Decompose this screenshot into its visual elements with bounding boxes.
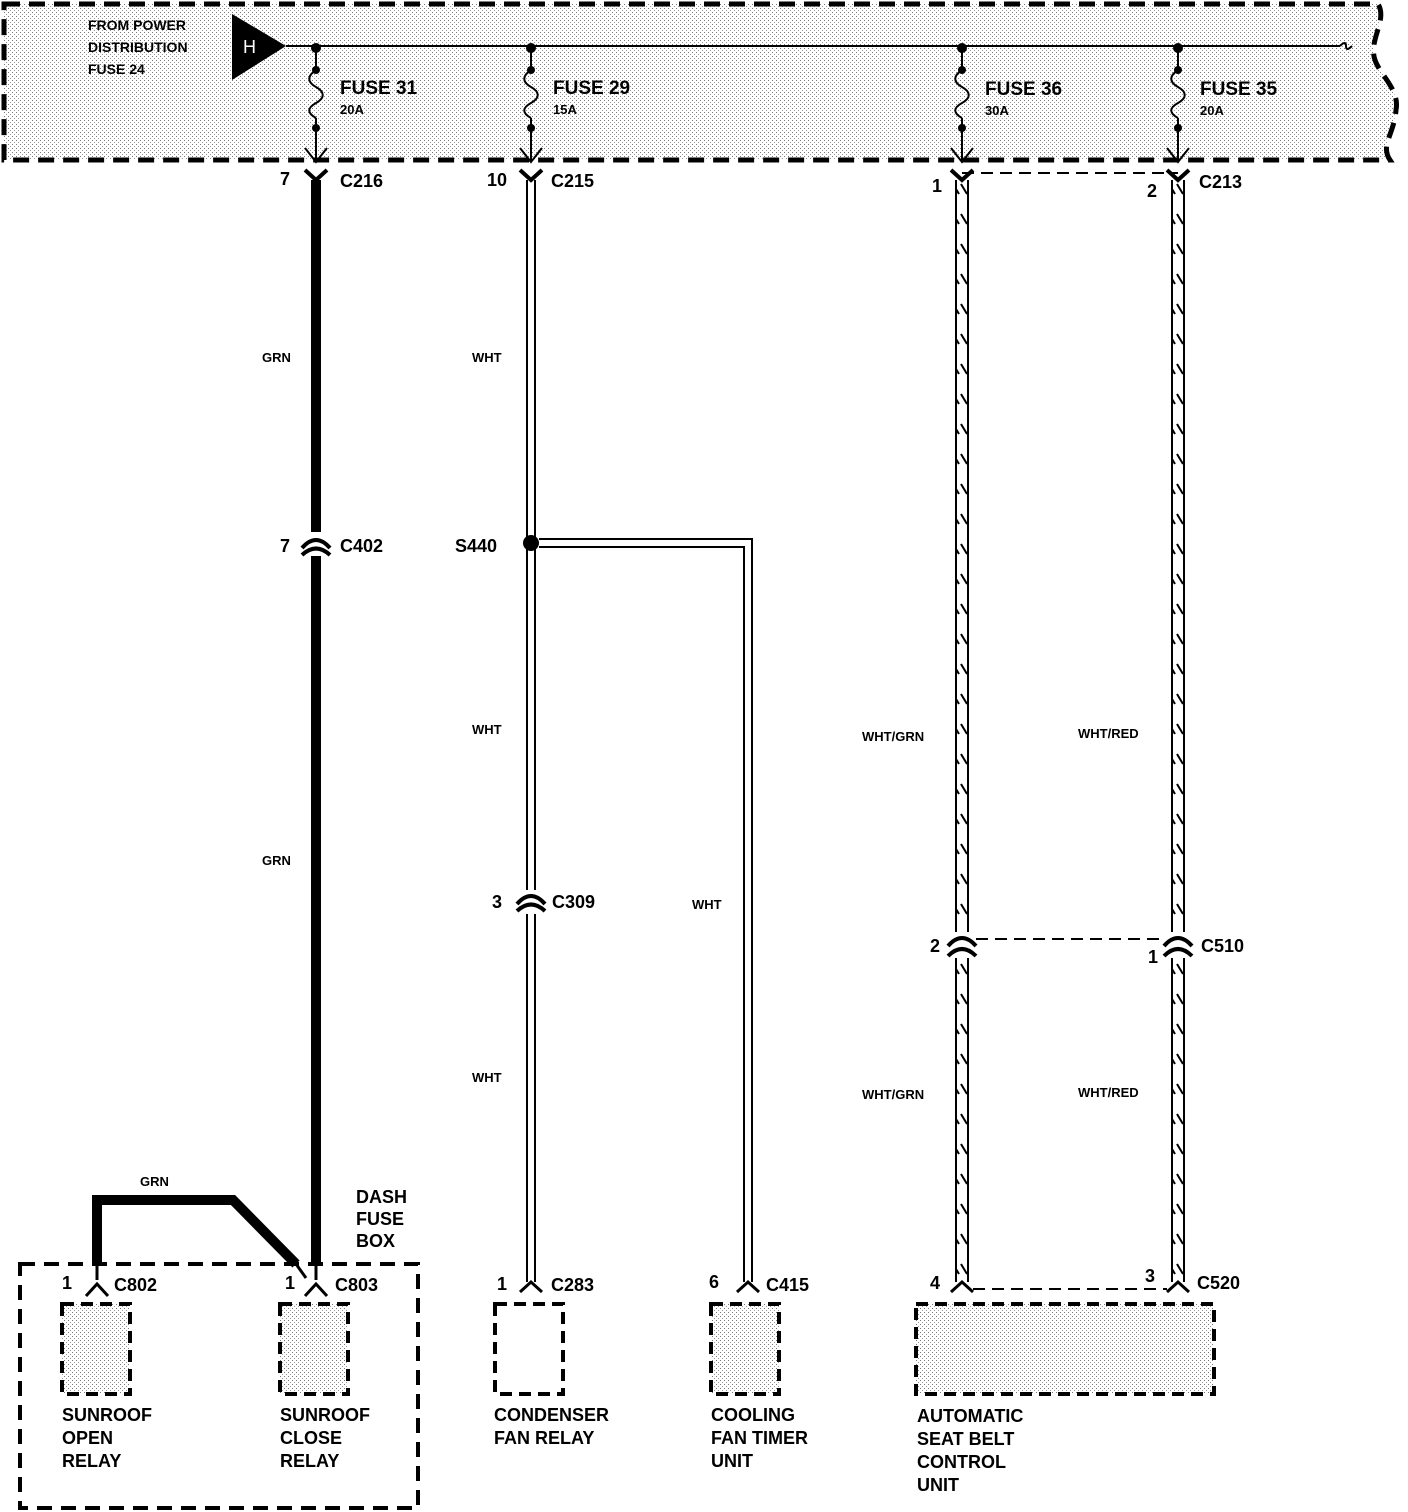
c213-pin-a: 1 [932, 176, 942, 196]
cooling-line-1: COOLING [711, 1405, 795, 1425]
connector-c213: 1 2 C213 [932, 168, 1242, 201]
label-grn-3: GRN [140, 1174, 169, 1189]
c216-name: C216 [340, 171, 383, 191]
c520-name: C520 [1197, 1273, 1240, 1293]
connector-c283: 1 C283 [497, 1274, 594, 1295]
power-distribution-box [1, 1, 1399, 163]
fuse-36-rating: 30A [985, 103, 1009, 118]
c402-name: C402 [340, 536, 383, 556]
c415-name: C415 [766, 1275, 809, 1295]
cooling-line-3: UNIT [711, 1451, 753, 1471]
dash-fuse-box: DASH FUSE BOX [18, 1187, 420, 1510]
wire-wht-grn [955, 180, 969, 1282]
dash-fuse-box-line-2: FUSE [356, 1209, 404, 1229]
connector-c802: 1 C802 [62, 1273, 157, 1298]
source-line-3: FUSE 24 [88, 61, 145, 77]
connector-c415: 6 C415 [709, 1272, 809, 1295]
c802-name: C802 [114, 1275, 157, 1295]
c510-pin-b: 1 [1148, 947, 1158, 967]
c309-pin: 3 [492, 892, 502, 912]
seat-belt-line-2: SEAT BELT [917, 1429, 1014, 1449]
source-line-2: DISTRIBUTION [88, 39, 188, 55]
splice-s440: S440 [455, 535, 753, 1282]
c510-pin-a: 2 [930, 936, 940, 956]
fuse-36-name: FUSE 36 [985, 79, 1062, 100]
fuse-31-rating: 20A [340, 102, 364, 117]
label-wht-1: WHT [472, 350, 502, 365]
c803-name: C803 [335, 1275, 378, 1295]
connector-c215: 10 C215 [487, 168, 594, 191]
c215-pin: 10 [487, 170, 507, 190]
sunroof-close-line-1: SUNROOF [280, 1405, 370, 1425]
c283-name: C283 [551, 1275, 594, 1295]
fuse-35-name: FUSE 35 [1200, 79, 1278, 100]
connector-c309: 3 C309 [492, 892, 595, 913]
connector-c402: 7 C402 [280, 536, 383, 557]
fuse-29-name: FUSE 29 [553, 78, 630, 99]
c520-pin-b: 3 [1145, 1266, 1155, 1286]
fuse-31-name: FUSE 31 [340, 78, 418, 99]
sunroof-open-line-2: OPEN [62, 1428, 113, 1448]
c415-pin: 6 [709, 1272, 719, 1292]
fuse-29-rating: 15A [553, 102, 577, 117]
label-wht-2: WHT [472, 722, 502, 737]
s440-name: S440 [455, 536, 497, 556]
cooling-fan-timer-unit: COOLING FAN TIMER UNIT [709, 1302, 808, 1471]
label-wht-red-1: WHT/RED [1078, 726, 1139, 741]
label-wht-3: WHT [472, 1070, 502, 1085]
label-grn-1: GRN [262, 350, 291, 365]
c216-pin: 7 [280, 169, 290, 189]
fuse-31: FUSE 31 20A [304, 43, 418, 164]
sunroof-close-line-2: CLOSE [280, 1428, 342, 1448]
seat-belt-line-4: UNIT [917, 1475, 959, 1495]
condenser-line-2: FAN RELAY [494, 1428, 594, 1448]
label-wht-grn-2: WHT/GRN [862, 1087, 924, 1102]
fuse-35: FUSE 35 20A [1166, 43, 1278, 164]
wire-wht-red [1171, 180, 1185, 1282]
condenser-line-1: CONDENSER [494, 1405, 609, 1425]
fuse-36: FUSE 36 30A [950, 43, 1062, 164]
fuse-35-rating: 20A [1200, 103, 1224, 118]
dash-fuse-box-line-3: BOX [356, 1231, 395, 1251]
connector-c510: 2 1 C510 [930, 936, 1244, 967]
c803-pin: 1 [285, 1273, 295, 1293]
fuse-29: FUSE 29 15A [519, 43, 630, 164]
source-label: FROM POWER DISTRIBUTION FUSE 24 [88, 17, 188, 77]
sunroof-close-line-3: RELAY [280, 1451, 339, 1471]
c215-name: C215 [551, 171, 594, 191]
c402-pin: 7 [280, 536, 290, 556]
connector-c803: 1 C803 [285, 1273, 378, 1298]
source-connector-h: H [232, 14, 286, 80]
seat-belt-line-1: AUTOMATIC [917, 1406, 1023, 1426]
condenser-fan-relay: CONDENSER FAN RELAY [493, 1302, 609, 1448]
c309-name: C309 [552, 892, 595, 912]
c213-pin-b: 2 [1147, 181, 1157, 201]
source-line-1: FROM POWER [88, 17, 186, 33]
source-connector-letter: H [243, 37, 256, 57]
label-wht-red-2: WHT/RED [1078, 1085, 1139, 1100]
label-wht-4: WHT [692, 897, 722, 912]
sunroof-open-relay: SUNROOF OPEN RELAY [60, 1302, 152, 1471]
label-wht-grn-1: WHT/GRN [862, 729, 924, 744]
c510-name: C510 [1201, 936, 1244, 956]
connector-c216: 7 C216 [280, 168, 383, 191]
dash-fuse-box-line-1: DASH [356, 1187, 407, 1207]
cooling-line-2: FAN TIMER [711, 1428, 808, 1448]
power-bus [286, 42, 1353, 50]
seat-belt-control-unit: AUTOMATIC SEAT BELT CONTROL UNIT [914, 1302, 1216, 1495]
sunroof-close-relay: SUNROOF CLOSE RELAY [278, 1302, 370, 1471]
connector-c520: 4 3 C520 [930, 1266, 1240, 1294]
c213-name: C213 [1199, 172, 1242, 192]
c802-pin: 1 [62, 1273, 72, 1293]
wire-grn [92, 180, 321, 1280]
wire-wht-condenser [526, 180, 536, 1282]
sunroof-open-line-1: SUNROOF [62, 1405, 152, 1425]
label-grn-2: GRN [262, 853, 291, 868]
seat-belt-line-3: CONTROL [917, 1452, 1006, 1472]
c283-pin: 1 [497, 1274, 507, 1294]
c520-pin-a: 4 [930, 1273, 940, 1293]
sunroof-open-line-3: RELAY [62, 1451, 121, 1471]
